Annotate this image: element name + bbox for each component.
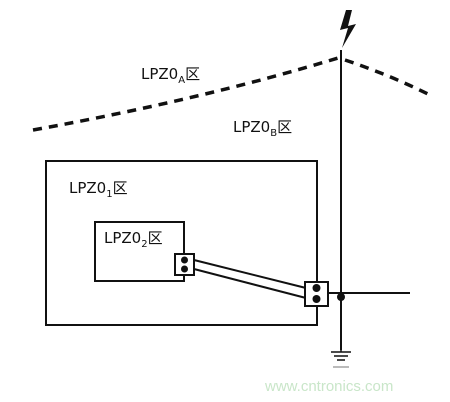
watermark: www.cntronics.com (264, 378, 393, 395)
spd-terminal-inner (174, 253, 195, 276)
lpz02-boundary (94, 221, 185, 282)
protection-arc-right (344, 58, 433, 98)
ground-symbol-icon (331, 350, 351, 368)
lightning-bolt-icon (340, 10, 356, 48)
zone-label-lpz02: LPZ02区 (104, 229, 163, 250)
protection-arc-left (32, 56, 339, 132)
bonding-junction (337, 293, 345, 301)
zone-label-lpz0a: LPZ0A区 (141, 65, 200, 86)
spd-terminal-outer (304, 281, 329, 307)
zone-label-lpz01: LPZ01区 (69, 179, 128, 200)
zone-label-lpz0b: LPZ0B区 (233, 118, 292, 139)
lpz01-boundary (45, 160, 318, 326)
cable-upper (193, 259, 307, 289)
cable-lower (193, 268, 307, 299)
